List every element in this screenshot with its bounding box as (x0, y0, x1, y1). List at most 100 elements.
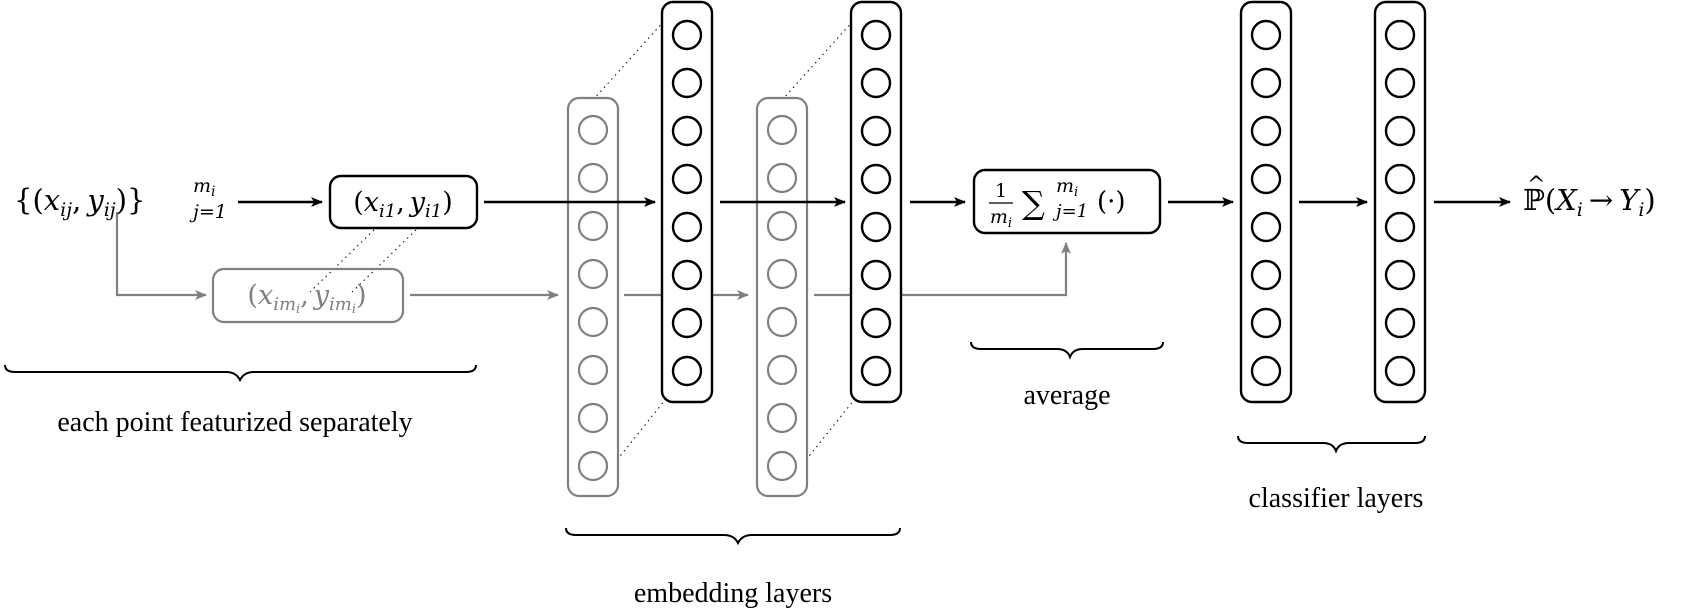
classifier-layer-2 (1373, 0, 1427, 404)
average-box: 1 mi ∑ mi j=1 (·) (972, 168, 1162, 235)
neuron-node (577, 450, 609, 482)
x-var: x (44, 183, 60, 217)
neuron-node (1384, 163, 1416, 195)
layer-frame (755, 96, 809, 498)
neuron-node (1384, 115, 1416, 147)
sum-symbol: ∑ (1022, 184, 1045, 222)
neuron-node (577, 258, 609, 290)
input-set-formula: {(xij,yij)} (14, 183, 145, 221)
neuron-node (671, 67, 703, 99)
fraction-numerator: 1 (995, 180, 1007, 202)
y-sub: ij (104, 199, 116, 221)
neuron-node (671, 115, 703, 147)
neuron-node (1250, 355, 1282, 387)
embedding-layer-front-2 (849, 0, 903, 404)
perspective-line (781, 19, 855, 101)
perspective-line (592, 19, 666, 101)
layer-frame (1373, 0, 1427, 404)
neuron-node (671, 19, 703, 51)
neuron-node (860, 307, 892, 339)
neuron-node (1384, 355, 1416, 387)
neuron-node (577, 162, 609, 194)
neuron-node (860, 163, 892, 195)
neuron-node (766, 162, 798, 194)
neuron-node (1250, 19, 1282, 51)
neuron-node (766, 258, 798, 290)
featurized-label: each point featurized separately (57, 407, 412, 438)
first-point-box: (xi1,yi1) (328, 174, 479, 230)
y-var: y (85, 183, 104, 217)
neuron-node (1250, 67, 1282, 99)
first-point-formula: (xi1,yi1) (353, 187, 453, 222)
neuron-node (860, 67, 892, 99)
embedding-layer-front-1 (660, 0, 714, 404)
neuron-node (671, 355, 703, 387)
neuron-node (766, 402, 798, 434)
sum-upper: mi (1056, 175, 1078, 200)
paren-close: ) (116, 183, 127, 217)
neuron-node (860, 259, 892, 291)
embedding-layer-back-2 (755, 96, 809, 498)
neuron-node (671, 211, 703, 243)
neuron-node (1384, 19, 1416, 51)
sum-argument: (·) (1097, 187, 1126, 217)
probability-symbol: ℙ (1523, 183, 1545, 217)
classifier-label: classifier layers (1249, 483, 1424, 514)
embedding-brace (565, 527, 901, 546)
neuron-node (1384, 211, 1416, 243)
input-set-superscript: mi (193, 175, 216, 200)
layer-frame (660, 0, 714, 404)
output-hat: ^ (1527, 173, 1545, 198)
neuron-node (577, 114, 609, 146)
layer-frame (849, 0, 903, 404)
braces (4, 341, 1426, 546)
neuron-node (1250, 259, 1282, 291)
brace-open: { (14, 183, 32, 217)
layer-frame (1239, 0, 1293, 404)
neuron-node (671, 307, 703, 339)
neuron-node (766, 210, 798, 242)
neuron-node (860, 19, 892, 51)
output-formula: ℙ(Xi→Yi) (1523, 183, 1656, 221)
neuron-node (1250, 115, 1282, 147)
layer-frame (566, 96, 620, 498)
embedding-label: embedding layers (634, 578, 832, 609)
fraction-denominator: mi (990, 206, 1012, 231)
neuron-node (577, 210, 609, 242)
neuron-node (1384, 67, 1416, 99)
average-brace (970, 341, 1164, 360)
input-set-subscript: j=1 (189, 201, 227, 223)
sum-lower: j=1 (1052, 201, 1088, 222)
classifier-brace (1237, 435, 1426, 454)
last-point-formula: (ximi,yimi) (247, 280, 366, 317)
comma: , (72, 183, 81, 217)
neuron-node (766, 354, 798, 386)
neuron-node (860, 355, 892, 387)
neuron-node (766, 306, 798, 338)
neuron-node (1384, 259, 1416, 291)
neuron-node (577, 306, 609, 338)
neuron-node (860, 211, 892, 243)
featurized-brace (4, 364, 477, 383)
average-label: average (1023, 380, 1110, 411)
classifier-layer-1 (1239, 0, 1293, 404)
neuron-node (1250, 307, 1282, 339)
neuron-node (671, 163, 703, 195)
neuron-node (766, 450, 798, 482)
neuron-node (1250, 163, 1282, 195)
paren-open: ( (32, 183, 43, 217)
last-point-box: (ximi,yimi) (211, 267, 405, 324)
neuron-node (1384, 307, 1416, 339)
neuron-node (766, 114, 798, 146)
split-arrow (115, 212, 207, 300)
neuron-node (577, 402, 609, 434)
neuron-node (1250, 211, 1282, 243)
embedding-layer-back-1 (566, 96, 620, 498)
neuron-node (860, 115, 892, 147)
perspective-lines (309, 19, 855, 491)
x-sub: ij (60, 199, 72, 221)
brace-close: } (127, 183, 145, 217)
neuron-node (671, 259, 703, 291)
neuron-node (577, 354, 609, 386)
